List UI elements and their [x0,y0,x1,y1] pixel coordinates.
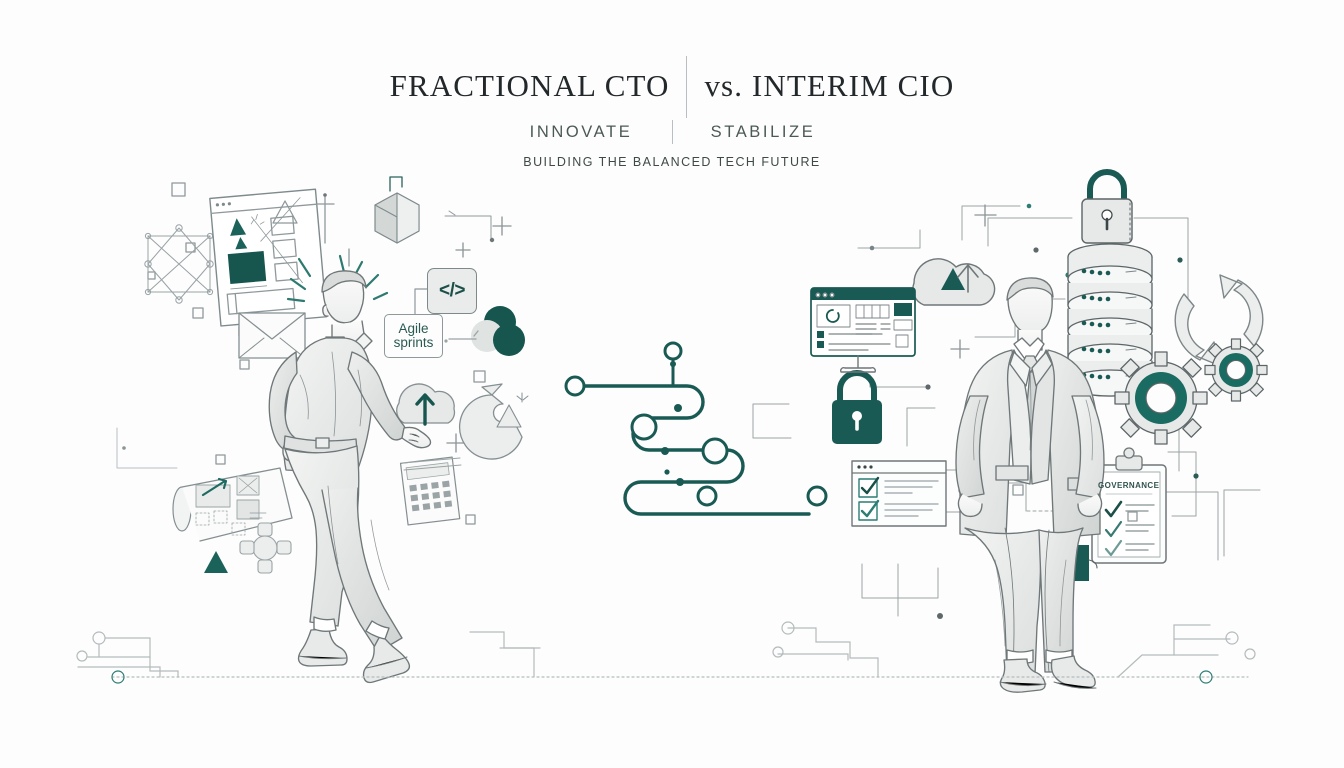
design-mockup-window-icon [209,188,328,327]
padlock-solid-teal-icon [832,370,882,444]
left-icon-cluster [116,176,529,576]
dash-connector-icon [444,330,479,343]
code-brackets-icon: </> [427,268,477,314]
pie-chart-icon [458,383,523,460]
dashboard-monitor-icon [810,287,916,373]
serpentine-flow-path [564,341,828,516]
small-square-marker-icon [465,514,476,525]
ground-baseline [76,621,1256,684]
plus-marker-icon [446,216,512,453]
governance-clipboard-icon [1091,447,1167,564]
gear-small-icon [1204,338,1268,402]
small-square-marker-icon [215,454,226,465]
agile-sprints-tag: Agile sprints [384,314,443,358]
doc-lines-icon [402,457,462,471]
molecule-icon [239,522,292,574]
gear-large-icon [1114,351,1208,445]
small-square-marker-icon [185,242,196,253]
small-square-marker-icon [171,182,186,197]
right-icon-cluster [752,169,1268,619]
wireframe-node-graph-icon [144,224,214,304]
small-square-marker-icon [239,359,250,370]
venn-circles-icon [471,306,525,356]
cube-3d-icon [374,176,420,244]
spark-lines-icon [286,254,389,303]
small-square-marker-icon [147,271,156,280]
checklist-window-icon [851,460,970,527]
refresh-cycle-arrows-icon [1174,274,1264,366]
calculator-icon [399,456,461,526]
code-glyph-label: </> [439,280,465,301]
cloud-migration-icon [912,258,996,306]
small-square-marker-icon [1127,511,1138,522]
small-square-marker-icon [192,307,204,319]
padlock-outline-icon [1081,169,1133,244]
spark-triangle-icon [496,392,529,428]
envelope-icon [238,312,306,359]
walking-man-figure [268,270,432,684]
small-square-marker-icon [473,370,486,383]
triangle-icon [272,200,298,224]
guide-marks-icon [116,427,178,469]
small-square-marker-icon [1012,484,1024,496]
agile-sprints-line1: Agile [398,320,429,336]
agile-sprints-line2: sprints [393,335,434,350]
standing-businessman-figure [955,277,1105,693]
governance-clipboard-label: GOVERNANCE [1098,481,1160,490]
blueprint-roll-icon [172,467,293,542]
triangle-teal-icon [204,551,228,573]
cloud-upload-icon [396,383,456,426]
